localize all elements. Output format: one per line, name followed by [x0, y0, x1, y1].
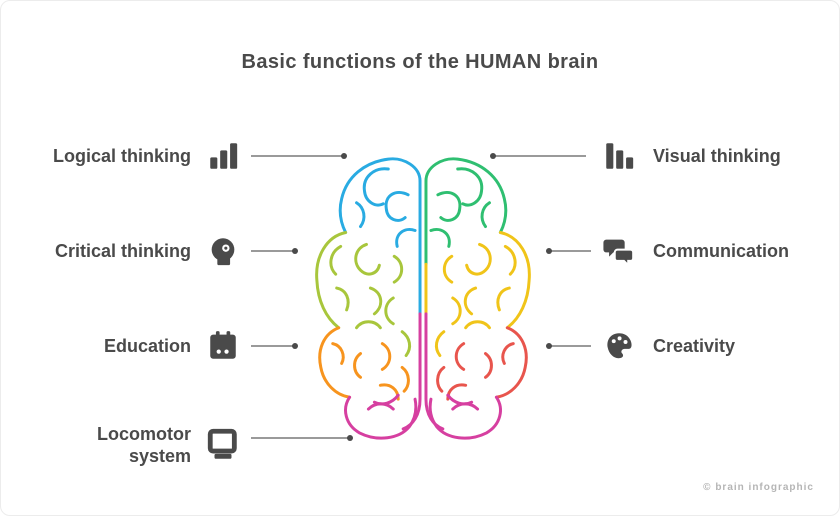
page-title: Basic functions of the HUMAN brain: [241, 51, 599, 73]
connector-line: [251, 155, 343, 157]
head-gear-icon: [203, 231, 243, 271]
connector-line: [251, 345, 295, 347]
left-hemisphere: [315, 157, 422, 440]
label-critical-thinking: Critical thinking: [54, 241, 191, 261]
brain-illustration: [299, 147, 547, 445]
connector-line: [251, 250, 295, 252]
connector-line: [251, 437, 349, 439]
label-logical-thinking: Logical thinking: [53, 146, 191, 166]
label-creativity: Creativity: [653, 336, 736, 356]
connector-dot: [546, 343, 552, 349]
connector-dot: [292, 248, 298, 254]
label-visual-thinking: Visual thinking: [653, 146, 781, 166]
connector-line: [549, 250, 591, 252]
watermark-text: © brain infographic: [703, 482, 814, 493]
bar-chart-icon: [599, 136, 639, 176]
label-line2: system: [128, 446, 191, 466]
calendar-icon: [203, 326, 243, 366]
temporal-lobe-right: [436, 326, 528, 401]
occipital-lobe-left: [344, 312, 422, 440]
right-hemisphere: [424, 157, 531, 440]
parietal-lobe-left: [315, 231, 412, 358]
palette-icon: [599, 326, 639, 366]
label-locomotor-system: Locomotor system: [97, 423, 191, 467]
connector-dot: [546, 248, 552, 254]
connector-line: [493, 155, 586, 157]
label-communication: Communication: [653, 241, 790, 261]
frontal-lobe-left: [338, 157, 422, 316]
label-line1: Locomotor: [97, 424, 191, 444]
occipital-lobe-right: [424, 312, 502, 440]
connector-line: [549, 345, 591, 347]
parietal-lobe-right: [424, 231, 531, 358]
frontal-lobe-right: [424, 157, 508, 266]
label-education: Education: [103, 336, 191, 356]
monitor-icon: [203, 424, 243, 464]
connector-dot: [347, 435, 353, 441]
temporal-lobe-left: [318, 326, 410, 401]
connector-dot: [292, 343, 298, 349]
connector-dot: [341, 153, 347, 159]
bar-chart-icon: [203, 136, 243, 176]
connector-dot: [490, 153, 496, 159]
speech-bubbles-icon: [599, 231, 639, 271]
